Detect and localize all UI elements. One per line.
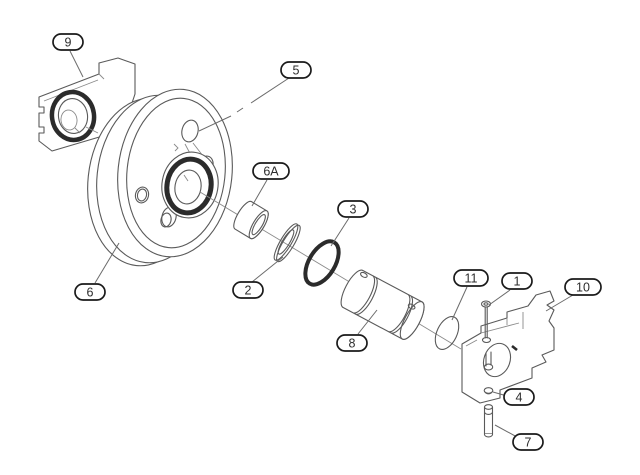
idler-shaft-part: [340, 269, 425, 340]
o-ring-large-part: [303, 239, 341, 287]
leader-8: [357, 309, 378, 335]
leader-1: [488, 289, 511, 306]
callout-7[interactable]: 7: [512, 433, 544, 451]
callout-7-label: 7: [525, 436, 532, 450]
leader-10: [545, 294, 574, 312]
callout-6[interactable]: 6: [74, 283, 106, 301]
callout-6-label: 6: [87, 286, 94, 300]
callout-3-label: 3: [350, 203, 357, 217]
callout-3[interactable]: 3: [337, 200, 369, 218]
callout-11-label: 11: [465, 272, 478, 286]
right-bracket-part: [461, 290, 555, 404]
bushing-part: [233, 200, 269, 240]
fitting-part: [483, 387, 494, 395]
callout-4[interactable]: 4: [503, 388, 535, 406]
leader-2: [251, 256, 284, 283]
leader-3: [330, 217, 350, 247]
callout-1[interactable]: 1: [501, 272, 533, 290]
leader-6a: [251, 179, 268, 207]
leader-lines: [69, 50, 574, 438]
callout-4-label: 4: [516, 391, 523, 405]
bolt-part: [480, 300, 492, 344]
callout-8[interactable]: 8: [336, 334, 368, 352]
callout-6a-label: 6A: [263, 165, 279, 179]
leader-6: [94, 242, 120, 284]
callout-5-label: 5: [293, 64, 300, 78]
callout-10-label: 10: [576, 281, 590, 295]
callout-6a[interactable]: 6A: [252, 162, 290, 180]
leader-7: [494, 424, 518, 438]
callout-8-label: 8: [349, 337, 356, 351]
idler-wheel-part: [85, 88, 233, 267]
callout-2[interactable]: 2: [232, 281, 264, 299]
callout-10[interactable]: 10: [564, 278, 602, 296]
leader-5: [198, 77, 290, 132]
leader-11: [451, 286, 468, 321]
callout-9[interactable]: 9: [52, 33, 84, 51]
callout-5[interactable]: 5: [280, 61, 312, 79]
callout-2-label: 2: [245, 284, 252, 298]
callout-9-label: 9: [65, 36, 72, 50]
leader-9: [69, 50, 84, 78]
callout-1-label: 1: [514, 275, 521, 289]
seal-part: [49, 89, 97, 143]
o-ring-small-part: [434, 316, 460, 350]
thrust-washer-part: [273, 223, 301, 263]
callout-11[interactable]: 11: [453, 269, 489, 287]
pin-part: [483, 404, 494, 438]
